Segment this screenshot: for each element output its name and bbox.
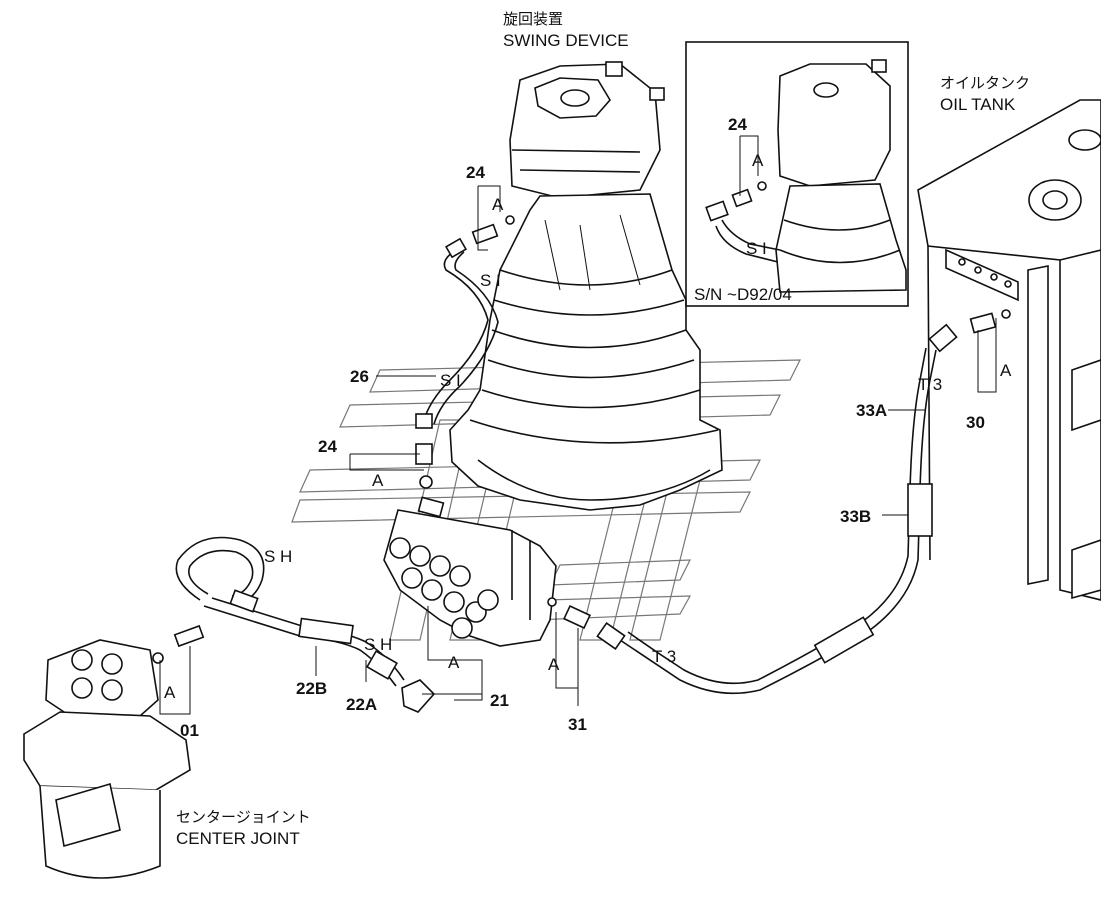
hose-mark-si-top: S I <box>480 271 501 290</box>
ref-letter-a-inset: A <box>752 151 764 170</box>
part-number-01: 01 <box>180 721 199 740</box>
serial-inset <box>685 41 909 307</box>
center-joint <box>23 639 191 879</box>
oil-tank <box>917 99 1101 601</box>
part-number-31: 31 <box>568 715 587 734</box>
swing-device-title: SWING DEVICE <box>503 31 629 50</box>
part-number-30: 30 <box>966 413 985 432</box>
hoses <box>173 215 1011 713</box>
part-number-33a: 33A <box>856 401 887 420</box>
hose-mark-t3-bottom: T 3 <box>652 647 676 666</box>
center-joint-title: CENTER JOINT <box>176 829 300 848</box>
ref-letter-a-top: A <box>492 195 504 214</box>
swing-device <box>449 61 723 511</box>
part-number-21: 21 <box>490 691 509 710</box>
ref-letter-a-valve: A <box>448 653 460 672</box>
hose-mark-sh-right: S H <box>364 635 392 654</box>
part-number-24-top: 24 <box>466 163 485 182</box>
part-number-33b: 33B <box>840 507 871 526</box>
hose-mark-sh-left: S H <box>264 547 292 566</box>
serial-number-note: S/N ~D92/04 <box>694 285 792 304</box>
hose-mark-si-mid: S I <box>440 371 461 390</box>
swing-device-title-jp: 旋回装置 <box>503 10 563 28</box>
center-joint-title-jp: センタージョイント <box>176 808 311 826</box>
control-valve <box>383 475 557 647</box>
leader-lines <box>159 135 997 715</box>
ref-letter-a-tank: A <box>1000 361 1012 380</box>
part-number-22a: 22A <box>346 695 377 714</box>
oil-tank-title-jp: オイルタンク <box>940 74 1030 92</box>
part-number-24-inset: 24 <box>728 115 747 134</box>
oil-tank-title: OIL TANK <box>940 95 1016 114</box>
part-number-26: 26 <box>350 367 369 386</box>
hose-mark-si-inset: S I <box>746 239 767 258</box>
ref-letter-a-31: A <box>548 655 560 674</box>
part-number-24-mid: 24 <box>318 437 337 456</box>
part-number-22b: 22B <box>296 679 327 698</box>
inset-frame <box>685 41 909 307</box>
hose-mark-t3-tank: T 3 <box>918 375 942 394</box>
ref-letter-a-center-joint: A <box>164 683 176 702</box>
ref-letter-a-mid: A <box>372 471 384 490</box>
